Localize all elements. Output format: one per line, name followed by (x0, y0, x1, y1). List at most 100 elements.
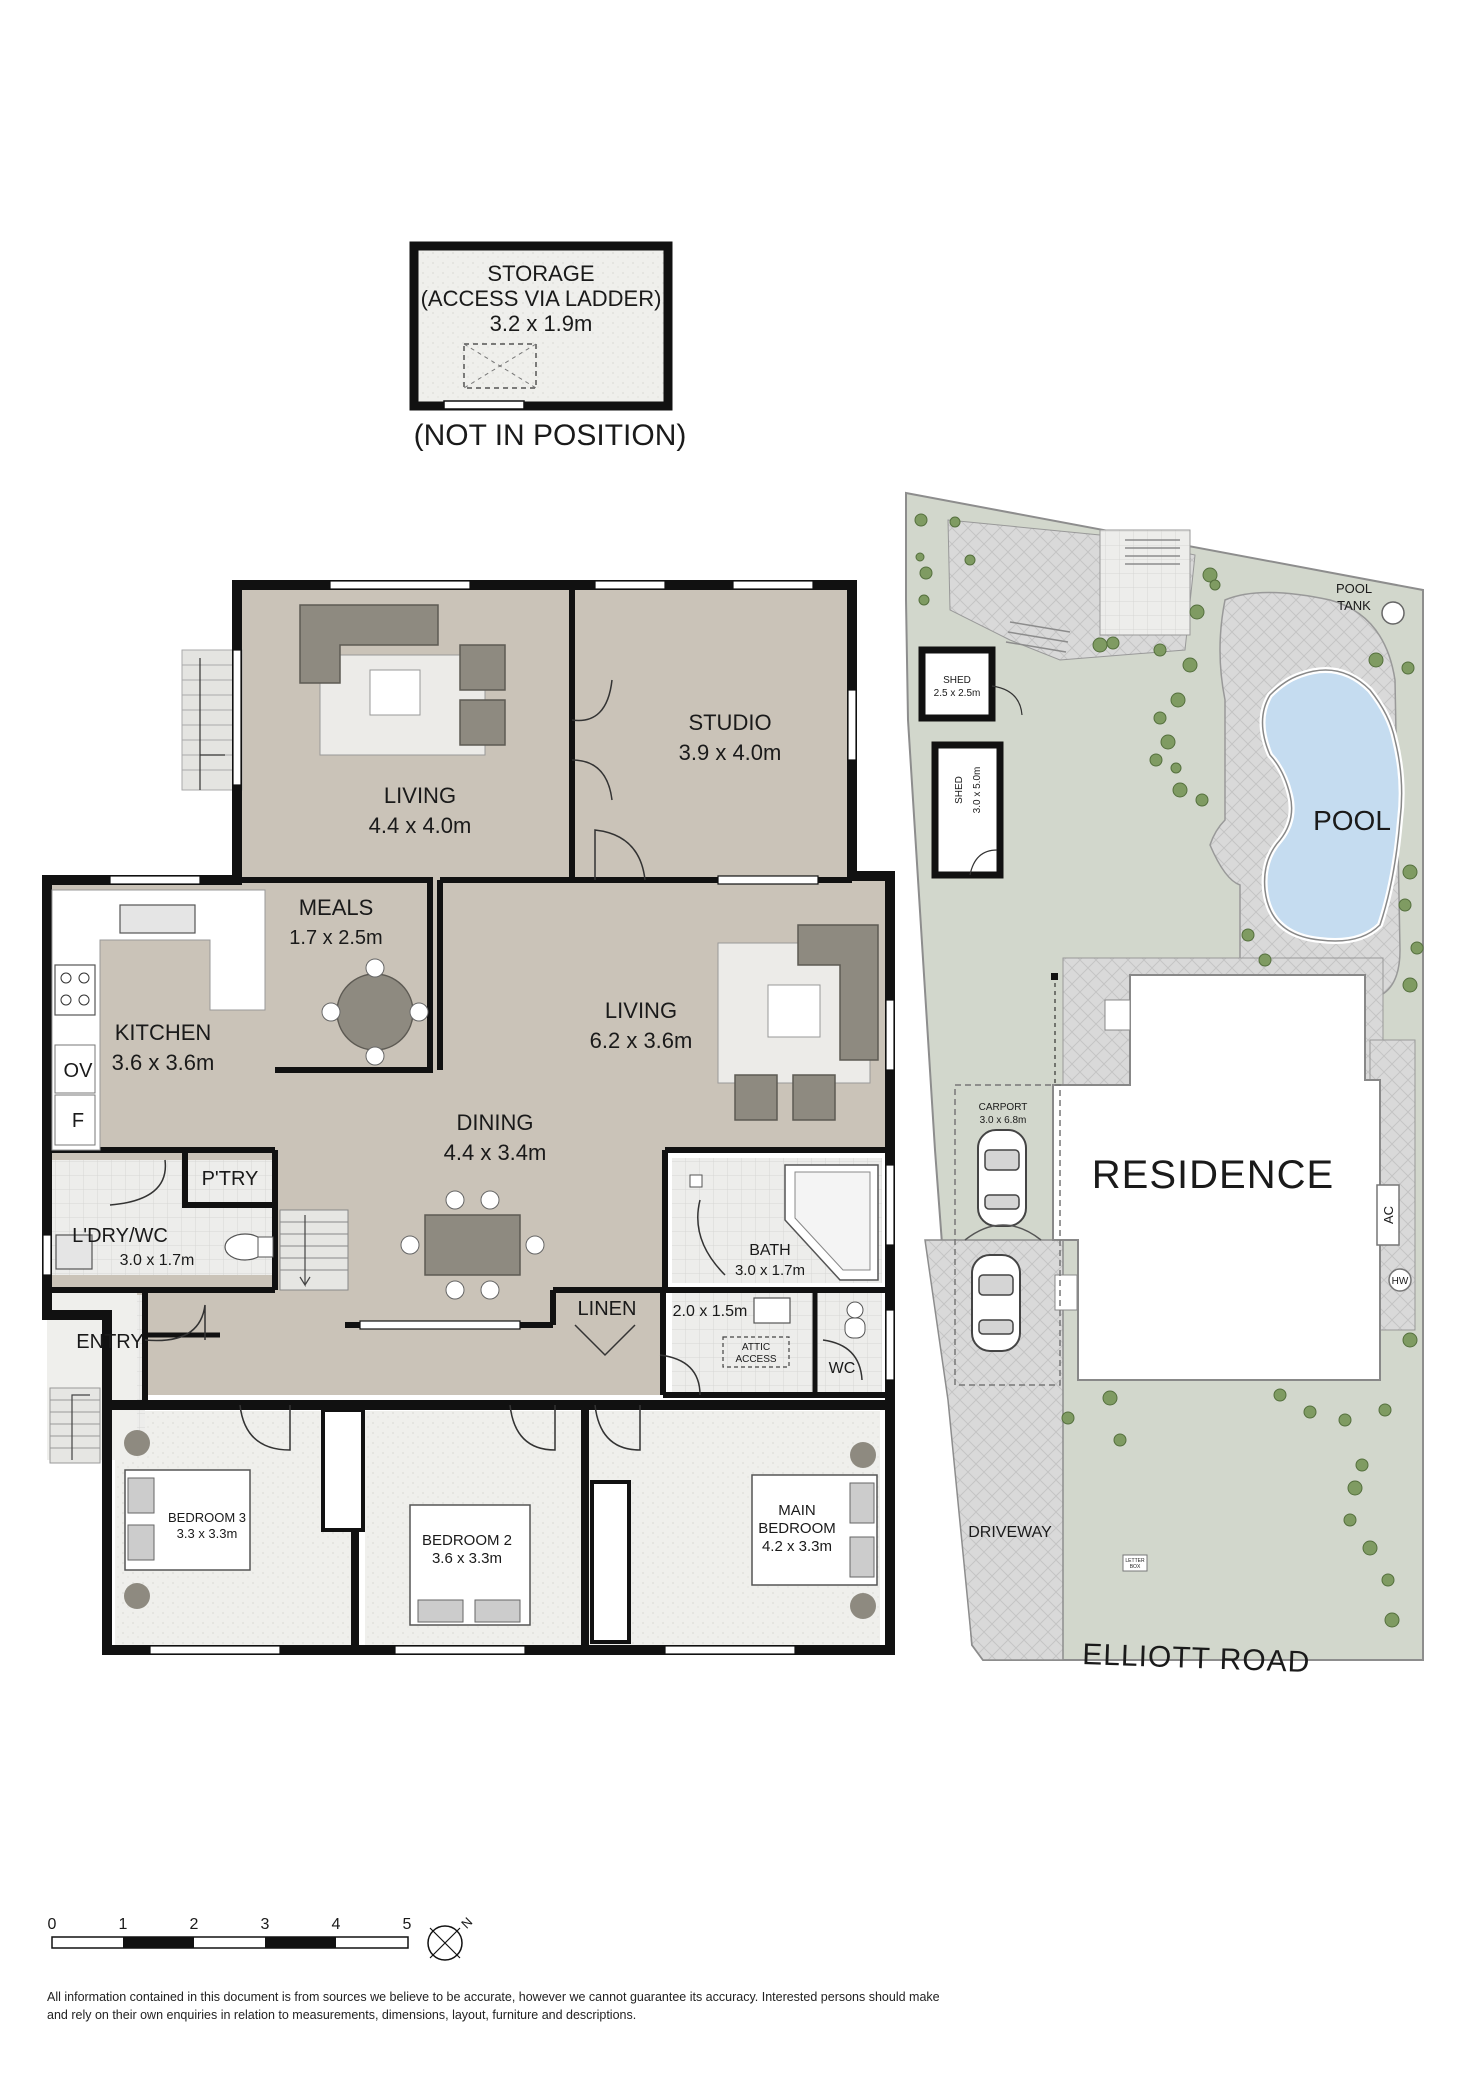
pool-tank-icon (1381, 601, 1405, 625)
attic-line1: ATTIC (742, 1342, 770, 1353)
storage-subtitle: (ACCESS VIA LADDER) (421, 286, 662, 311)
road-label: ELLIOTT ROAD (1082, 1638, 1311, 1679)
shed2-label: SHED (954, 776, 965, 804)
north-label: N (458, 1914, 475, 1931)
armchair-icon (459, 644, 506, 691)
letter-box-line1: LETTER (1125, 1558, 1145, 1564)
storage-dims: 3.2 x 1.9m (490, 311, 593, 336)
meals-name: MEALS (299, 895, 374, 920)
driveway-label: DRIVEWAY (968, 1524, 1052, 1541)
scale-tick-2: 2 (190, 1916, 199, 1933)
kitchen-name: KITCHEN (115, 1020, 212, 1045)
disclaimer: All information contained in this docume… (47, 1990, 940, 2022)
storage-title: STORAGE (487, 261, 594, 286)
main-bedroom-line2: BEDROOM (758, 1520, 836, 1537)
north-compass-icon: N (427, 1914, 475, 1961)
scale-tick-0: 0 (48, 1916, 57, 1933)
living-main-dims: 6.2 x 3.6m (590, 1028, 693, 1053)
living-front-name: LIVING (384, 783, 456, 808)
site-plan: POOL POOL TANK RESIDENCE AC HW CARPORT 3… (905, 491, 1424, 1679)
carport-label: CARPORT (979, 1102, 1028, 1113)
doors (109, 679, 863, 1451)
meals-dims: 1.7 x 2.5m (289, 927, 382, 949)
meals-table-icon (321, 958, 429, 1066)
kitchen-fixtures (51, 889, 266, 1151)
scale-tick-1: 1 (119, 1916, 128, 1933)
laundry-dims: 3.0 x 1.7m (120, 1252, 195, 1269)
shed-2 (931, 741, 1004, 879)
oven-label: OV (64, 1060, 94, 1082)
dining-dims: 4.4 x 3.4m (444, 1140, 547, 1165)
kitchen-dims: 3.6 x 3.6m (112, 1050, 215, 1075)
linen-name: LINEN (578, 1298, 637, 1320)
living-front-dims: 4.4 x 4.0m (369, 813, 472, 838)
sink-icon (119, 904, 196, 934)
wc-name: WC (829, 1360, 856, 1377)
wardrobe-icon (321, 1408, 365, 1532)
bedroom3-name: BEDROOM 3 (168, 1510, 246, 1525)
studio-dims: 3.9 x 4.0m (679, 740, 782, 765)
dining-table-icon (400, 1190, 545, 1300)
bedroom2-bed-icon (321, 1408, 531, 1626)
scale-tick-5: 5 (403, 1916, 412, 1933)
internal-stairs (279, 1209, 349, 1291)
bedroom3-bed-icon (124, 1430, 251, 1609)
scale-bar: 0 1 2 3 4 5 (48, 1916, 412, 1949)
cooktop-icon (54, 964, 96, 1016)
basin-icon (753, 1297, 791, 1324)
car-icon (971, 1254, 1021, 1352)
bath-name: BATH (749, 1242, 790, 1259)
laundry-name: L'DRY/WC (72, 1225, 168, 1247)
front-living-furniture (299, 604, 506, 756)
hw-label: HW (1392, 1276, 1409, 1287)
pantry-name: P'TRY (202, 1168, 259, 1190)
pool-label: POOL (1313, 805, 1391, 836)
bedroom3-dims: 3.3 x 3.3m (177, 1526, 238, 1541)
small-room-dims: 2.0 x 1.5m (673, 1303, 748, 1320)
armchair-icon (792, 1074, 836, 1121)
entry-name: ENTRY (76, 1331, 143, 1353)
pool-tank-line2: TANK (1337, 598, 1371, 613)
shed-1 (918, 646, 996, 722)
main-bedroom-bed-icon (590, 1442, 878, 1644)
fridge-label: F (72, 1110, 84, 1132)
car-icon (977, 1129, 1027, 1227)
studio-name: STUDIO (688, 710, 771, 735)
armchair-icon (459, 699, 506, 746)
bath-dims: 3.0 x 1.7m (735, 1262, 805, 1279)
carport-dims: 3.0 x 6.8m (980, 1115, 1027, 1126)
shed2-dims: 3.0 x 5.0m (972, 767, 983, 814)
armchair-icon (734, 1074, 778, 1121)
main-bedroom-line1: MAIN (778, 1502, 816, 1519)
windows (42, 580, 895, 1655)
laundry-tub-icon (55, 1234, 93, 1270)
wardrobe-icon (590, 1480, 631, 1644)
carport-outline (954, 1084, 1061, 1386)
ac-label: AC (1381, 1206, 1396, 1224)
main-bedroom-dims: 4.2 x 3.3m (762, 1538, 832, 1555)
attic-line2: ACCESS (735, 1354, 776, 1365)
toilet-icon (846, 1301, 864, 1319)
main-living-furniture (717, 924, 879, 1121)
garden-trees (914, 513, 1424, 1628)
residence-outline (1052, 974, 1381, 1381)
scale-tick-4: 4 (332, 1916, 341, 1933)
shed1-label: SHED (943, 675, 971, 686)
attic-hatch (722, 1336, 790, 1368)
walls (42, 580, 895, 1655)
pool-tank-line1: POOL (1336, 581, 1372, 596)
storage-note: (NOT IN POSITION) (414, 419, 687, 452)
sofa-icon (797, 924, 879, 1061)
storage-room: STORAGE (ACCESS VIA LADDER) 3.2 x 1.9m (409, 241, 673, 411)
bedroom2-name: BEDROOM 2 (422, 1532, 512, 1549)
bedroom2-dims: 3.6 x 3.3m (432, 1550, 502, 1567)
house-floor-plan: LIVING 4.4 x 4.0m STUDIO 3.9 x 4.0m MEAL… (42, 580, 895, 1655)
bath-fixtures (55, 1164, 879, 1339)
shed1-dims: 2.5 x 2.5m (934, 688, 981, 699)
dining-name: DINING (457, 1110, 534, 1135)
entry-steps (49, 1387, 101, 1464)
residence-label: RESIDENCE (1092, 1153, 1334, 1197)
living-main-name: LIVING (605, 998, 677, 1023)
sofa-icon (299, 604, 439, 684)
